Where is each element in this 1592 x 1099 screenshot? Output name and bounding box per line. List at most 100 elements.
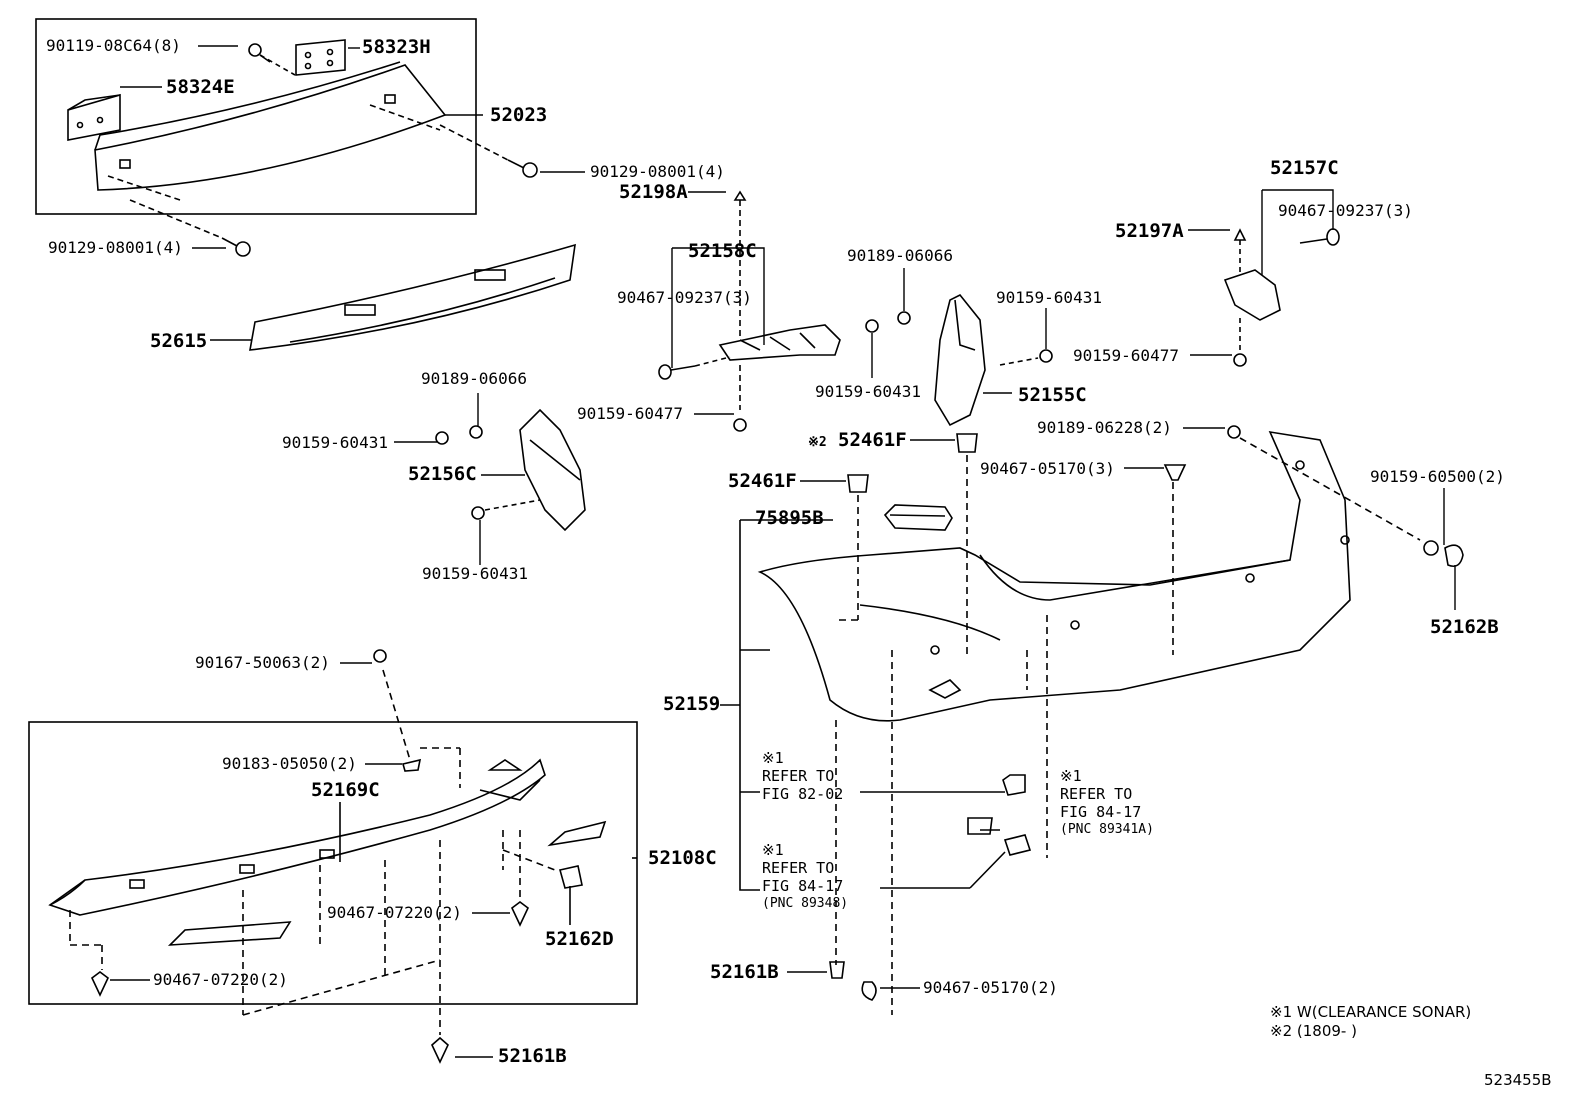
- part-label-58323h[interactable]: 58323H: [362, 36, 431, 58]
- ref-mark-2-text: ※2: [808, 435, 827, 450]
- refer-mark: ※1: [1060, 767, 1082, 785]
- clip-icon: [431, 1036, 449, 1064]
- part-label-90183-05050[interactable]: 90183-05050(2): [222, 754, 357, 773]
- refer-text: REFER TO: [762, 767, 835, 785]
- part-label-90167-50063[interactable]: 90167-50063(2): [195, 653, 330, 672]
- refer-text: REFER TO: [762, 859, 835, 877]
- part-label-52158c[interactable]: 52158C: [688, 240, 757, 262]
- clip-icon: [967, 817, 993, 835]
- part-label-52162b[interactable]: 52162B: [1430, 616, 1499, 638]
- part-label-90159-60431-center[interactable]: 90159-60431: [815, 382, 921, 401]
- part-label-52615[interactable]: 52615: [150, 330, 208, 352]
- part-label-75895b[interactable]: 75895B: [755, 507, 824, 529]
- part-label-52197a[interactable]: 52197A: [1115, 220, 1184, 242]
- leader-52159: [739, 520, 760, 891]
- refer-text: REFER TO: [1060, 785, 1133, 803]
- cap-52162b: [1444, 544, 1464, 568]
- part-label-90467-05170-bottom[interactable]: 90467-05170(2): [923, 978, 1058, 997]
- part-label-90467-09237-right[interactable]: 90467-09237(3): [1278, 201, 1413, 220]
- valance-group-box: [28, 721, 638, 1005]
- refer-pnc: (PNC 89341A): [1060, 822, 1154, 837]
- part-label-52161b-bottom[interactable]: 52161B: [498, 1045, 567, 1067]
- clip-icon: [1227, 425, 1241, 439]
- part-label-90189-06228[interactable]: 90189-06228(2): [1037, 418, 1172, 437]
- part-label-90467-05170-top[interactable]: 90467-05170(3): [980, 459, 1115, 478]
- bracket-52157c: [1223, 228, 1340, 367]
- bracket-52156c: [435, 408, 586, 532]
- label-leaders: [110, 45, 1456, 1058]
- reflector-75895b: [883, 504, 953, 531]
- ref-mark-2: ※2: [808, 429, 827, 454]
- refer-fig: FIG 84-17: [1060, 803, 1142, 821]
- bolt-icon: [373, 649, 387, 663]
- part-label-90159-60477-center[interactable]: 90159-60477: [577, 404, 683, 423]
- footnote-clearance-sonar: ※1 W(CLEARANCE SONAR): [1270, 1003, 1472, 1021]
- clip-icon: [861, 981, 877, 1001]
- bolt-icon: [439, 124, 538, 178]
- part-label-52198a[interactable]: 52198A: [619, 181, 688, 203]
- refer-mark: ※1: [762, 749, 784, 767]
- bolt-icon: [129, 199, 251, 257]
- part-label-52169c[interactable]: 52169C: [311, 779, 380, 801]
- clip-icon: [402, 758, 422, 772]
- part-label-90119-08c64[interactable]: 90119-08C64(8): [46, 36, 181, 55]
- absorber-52615: [249, 243, 576, 351]
- part-label-52156c[interactable]: 52156C: [408, 463, 477, 485]
- clip-icon: [1003, 834, 1032, 856]
- part-label-90189-06066-right[interactable]: 90189-06066: [847, 246, 953, 265]
- bumper-cover-52159: [757, 430, 1351, 722]
- part-label-90159-60431-left[interactable]: 90159-60431: [282, 433, 388, 452]
- part-label-90159-60431-right[interactable]: 90159-60431: [996, 288, 1102, 307]
- part-label-90129-08001-left[interactable]: 90129-08001(4): [48, 238, 183, 257]
- part-label-90467-09237-center[interactable]: 90467-09237(3): [617, 288, 752, 307]
- part-label-52023[interactable]: 52023: [490, 104, 548, 126]
- part-label-52461f[interactable]: 52461F: [728, 470, 797, 492]
- part-label-90159-60431-bottom[interactable]: 90159-60431: [422, 564, 528, 583]
- refer-pnc: (PNC 89348): [762, 896, 849, 911]
- part-label-90129-08001-right[interactable]: 90129-08001(4): [590, 162, 725, 181]
- clip-icon: [510, 901, 530, 927]
- bracket-52158c: [658, 190, 841, 432]
- refer-mark: ※1: [762, 841, 784, 859]
- part-label-90159-60477-right[interactable]: 90159-60477: [1073, 346, 1179, 365]
- part-label-58324e[interactable]: 58324E: [166, 76, 235, 98]
- part-label-90467-07220-left[interactable]: 90467-07220(2): [153, 970, 288, 989]
- part-label-52157c[interactable]: 52157C: [1270, 157, 1339, 179]
- valance-52169c: [48, 758, 546, 916]
- part-label-90189-06066-left[interactable]: 90189-06066: [421, 369, 527, 388]
- part-label-52161b-center[interactable]: 52161B: [710, 961, 779, 983]
- part-label-90467-07220-right[interactable]: 90467-07220(2): [327, 903, 462, 922]
- refer-note-84-17-left[interactable]: ※1 REFER TO FIG 84-17 (PNC 89348): [762, 841, 848, 913]
- part-label-90159-60500[interactable]: 90159-60500(2): [1370, 467, 1505, 486]
- refer-fig: FIG 82-02: [762, 785, 844, 803]
- bracket-52155c: [865, 293, 1053, 427]
- footnote-date: ※2 (1809- ): [1270, 1022, 1357, 1040]
- cap-52162d: [559, 865, 583, 889]
- reinforcement-beam-52023: [94, 61, 447, 201]
- garnish-icon: [547, 820, 607, 847]
- diagram-id: 523455B: [1484, 1071, 1552, 1089]
- bolt-icon: [248, 43, 296, 76]
- part-label-52108c[interactable]: 52108C: [648, 847, 717, 869]
- clip-52461f: [956, 433, 978, 453]
- clip-icon: [1163, 464, 1187, 481]
- clip-icon: [90, 971, 110, 997]
- reinforcement-group-box: [35, 18, 477, 215]
- part-label-52162d[interactable]: 52162D: [545, 928, 614, 950]
- plate-58323h: [295, 39, 346, 76]
- bolt-icon: [1423, 540, 1439, 556]
- part-label-52159[interactable]: 52159: [663, 693, 721, 715]
- clip-icon: [829, 961, 845, 979]
- clip-icon: [1002, 774, 1026, 796]
- bracket-58324e: [67, 93, 121, 141]
- part-label-52461f-top[interactable]: 52461F: [838, 429, 907, 451]
- refer-note-82-02[interactable]: ※1 REFER TO FIG 82-02: [762, 749, 843, 803]
- leader-lines: [835, 437, 1421, 1015]
- garnish-icon: [167, 921, 292, 946]
- refer-note-84-17-right[interactable]: ※1 REFER TO FIG 84-17 (PNC 89341A): [1060, 767, 1154, 839]
- clip-52461f: [847, 474, 869, 493]
- leader-lines: [69, 669, 556, 1035]
- part-label-52155c[interactable]: 52155C: [1018, 384, 1087, 406]
- refer-fig: FIG 84-17: [762, 877, 844, 895]
